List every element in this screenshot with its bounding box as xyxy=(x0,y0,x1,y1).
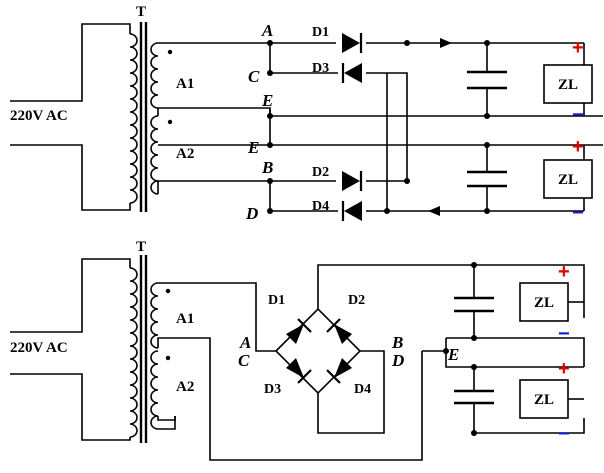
bottom-secondary-windings xyxy=(150,282,171,430)
top-d4-label: D4 xyxy=(312,199,329,214)
top-node-e1-label: E xyxy=(261,91,273,110)
top-node-a-label: A xyxy=(261,21,273,40)
top-transformer-label: T xyxy=(136,4,146,20)
bottom-capacitor-2 xyxy=(454,389,494,405)
top-node-c-label: C xyxy=(248,67,260,86)
bottom-minus-2: − xyxy=(558,423,570,445)
bottom-load-1: ZL xyxy=(519,282,569,322)
bottom-a1-polarity-dot xyxy=(165,288,171,294)
svg-text:ZL: ZL xyxy=(558,77,578,93)
bottom-junctions xyxy=(443,262,477,436)
top-load-2: ZL xyxy=(543,159,593,199)
bottom-d1-label: D1 xyxy=(268,293,285,308)
top-junctions xyxy=(267,40,490,214)
top-d3-label: D3 xyxy=(312,61,329,76)
top-diode-d2 xyxy=(342,171,363,191)
bottom-node-c-label: C xyxy=(238,351,250,370)
bottom-wires xyxy=(157,264,585,461)
top-plus-1: + xyxy=(572,37,584,59)
bottom-source-label: 220V AC xyxy=(10,340,68,356)
top-winding-a2-label: A2 xyxy=(176,146,194,162)
top-node-b-label: B xyxy=(261,158,273,177)
top-diode-d4 xyxy=(341,201,362,221)
top-transformer-core xyxy=(139,22,148,212)
bottom-d3-label: D3 xyxy=(264,382,281,397)
bottom-node-d-label: D xyxy=(391,351,404,370)
top-minus-2: − xyxy=(572,202,584,224)
bottom-primary-winding xyxy=(10,258,138,441)
top-current-arrow-2 xyxy=(428,206,440,216)
top-d2-label: D2 xyxy=(312,165,329,180)
top-wires xyxy=(157,42,603,212)
bottom-diode-d1 xyxy=(286,318,312,344)
top-node-e2-label: E xyxy=(247,138,259,157)
top-minus-1: − xyxy=(572,104,584,126)
bottom-minus-1: − xyxy=(558,323,570,345)
top-a1-polarity-dot xyxy=(167,49,173,55)
bottom-transformer-core xyxy=(139,255,148,443)
top-load-1: ZL xyxy=(543,64,593,104)
top-circuit: ZL ZL T 220V AC A1 A2 A C E E B D D1 D3 … xyxy=(10,4,603,224)
bottom-plus-2: + xyxy=(558,358,570,380)
bottom-load-2: ZL xyxy=(519,379,569,419)
top-secondary-windings xyxy=(150,42,173,195)
top-primary-winding xyxy=(10,23,138,211)
top-source-label: 220V AC xyxy=(10,108,68,124)
bottom-node-a-label: A xyxy=(239,333,251,352)
top-current-arrow-1 xyxy=(440,38,452,48)
top-plus-2: + xyxy=(572,136,584,158)
bottom-node-b-label: B xyxy=(391,333,403,352)
bottom-diode-d3 xyxy=(286,358,312,384)
bottom-winding-a1-label: A1 xyxy=(176,311,194,327)
top-node-d-label: D xyxy=(245,204,258,223)
bottom-transformer-label: T xyxy=(136,239,146,255)
svg-text:ZL: ZL xyxy=(534,392,554,408)
top-capacitor-2 xyxy=(467,170,507,188)
top-winding-a1-label: A1 xyxy=(176,76,194,92)
top-capacitor-1 xyxy=(467,70,507,90)
bottom-d4-label: D4 xyxy=(354,382,371,397)
top-d1-label: D1 xyxy=(312,25,329,40)
bottom-a2-polarity-dot xyxy=(165,355,171,361)
svg-text:ZL: ZL xyxy=(558,172,578,188)
bottom-capacitor-1 xyxy=(454,296,494,313)
bottom-d2-label: D2 xyxy=(348,293,365,308)
top-diode-d1 xyxy=(342,33,363,53)
top-diode-d3 xyxy=(341,63,362,83)
bottom-diode-d2 xyxy=(326,318,352,344)
bottom-diode-d4 xyxy=(326,358,352,384)
bottom-circuit: ZL ZL T 220V AC A1 A2 A C B D E D1 D2 D3… xyxy=(10,239,585,461)
bottom-winding-a2-label: A2 xyxy=(176,379,194,395)
bottom-plus-1: + xyxy=(558,261,570,283)
bottom-node-e-label: E xyxy=(447,345,459,364)
top-a2-polarity-dot xyxy=(167,119,173,125)
svg-text:ZL: ZL xyxy=(534,295,554,311)
